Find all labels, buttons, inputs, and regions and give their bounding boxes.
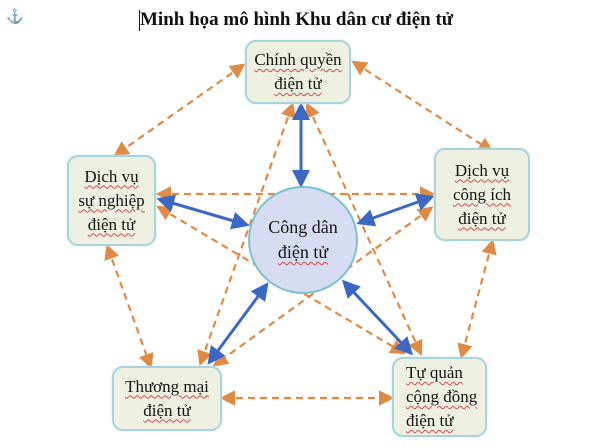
solid-link-center-bottomright [341, 279, 414, 356]
anchor-icon: ⚓ [6, 10, 24, 25]
dashed-link-right-bottomright [457, 238, 497, 360]
node-tu-quan-cong-dong: Tự quản cộng đồng điện tử [392, 357, 487, 437]
node-label: điện tử [87, 214, 136, 234]
node-label: Dịch vụ [454, 160, 510, 180]
node-cong-dan-center: Công dân điện tử [248, 186, 358, 294]
node-label: điện tử [143, 400, 191, 420]
solid-link-center-right [356, 193, 435, 227]
node-chinh-quyen: Chính quyền điện tử [245, 40, 351, 104]
center-label: Công dân [268, 217, 338, 237]
node-label: Tự quản [406, 363, 463, 382]
node-label: Dịch vụ [84, 166, 139, 186]
node-label: điện tử [458, 208, 506, 228]
solid-link-center-bottomleft [207, 282, 269, 365]
node-label: điện tử [274, 74, 322, 93]
node-label: Chính quyền [254, 50, 342, 69]
dashed-link-top-right [351, 60, 494, 153]
node-dich-vu-cong-ich: Dịch vụ công ích điện tử [434, 148, 530, 241]
solid-link-center-left [156, 194, 250, 230]
node-label: Thương mại [125, 376, 209, 396]
node-thuong-mai: Thương mại điện tử [112, 366, 222, 431]
node-dich-vu-su-nghiep: Dịch vụ sự nghiệp điện tử [67, 155, 156, 246]
dashed-link-left-bottomleft [104, 243, 154, 370]
node-label: công ích [452, 184, 512, 204]
node-label: điện tử [406, 411, 454, 430]
text-cursor [139, 10, 140, 31]
node-label: cộng đồng [406, 387, 478, 406]
page-title: Minh họa mô hình Khu dân cư điện tử [140, 9, 454, 30]
center-label: điện tử [277, 242, 329, 262]
dashed-link-top-left [113, 63, 246, 157]
node-label: sự nghiệp [78, 190, 145, 210]
